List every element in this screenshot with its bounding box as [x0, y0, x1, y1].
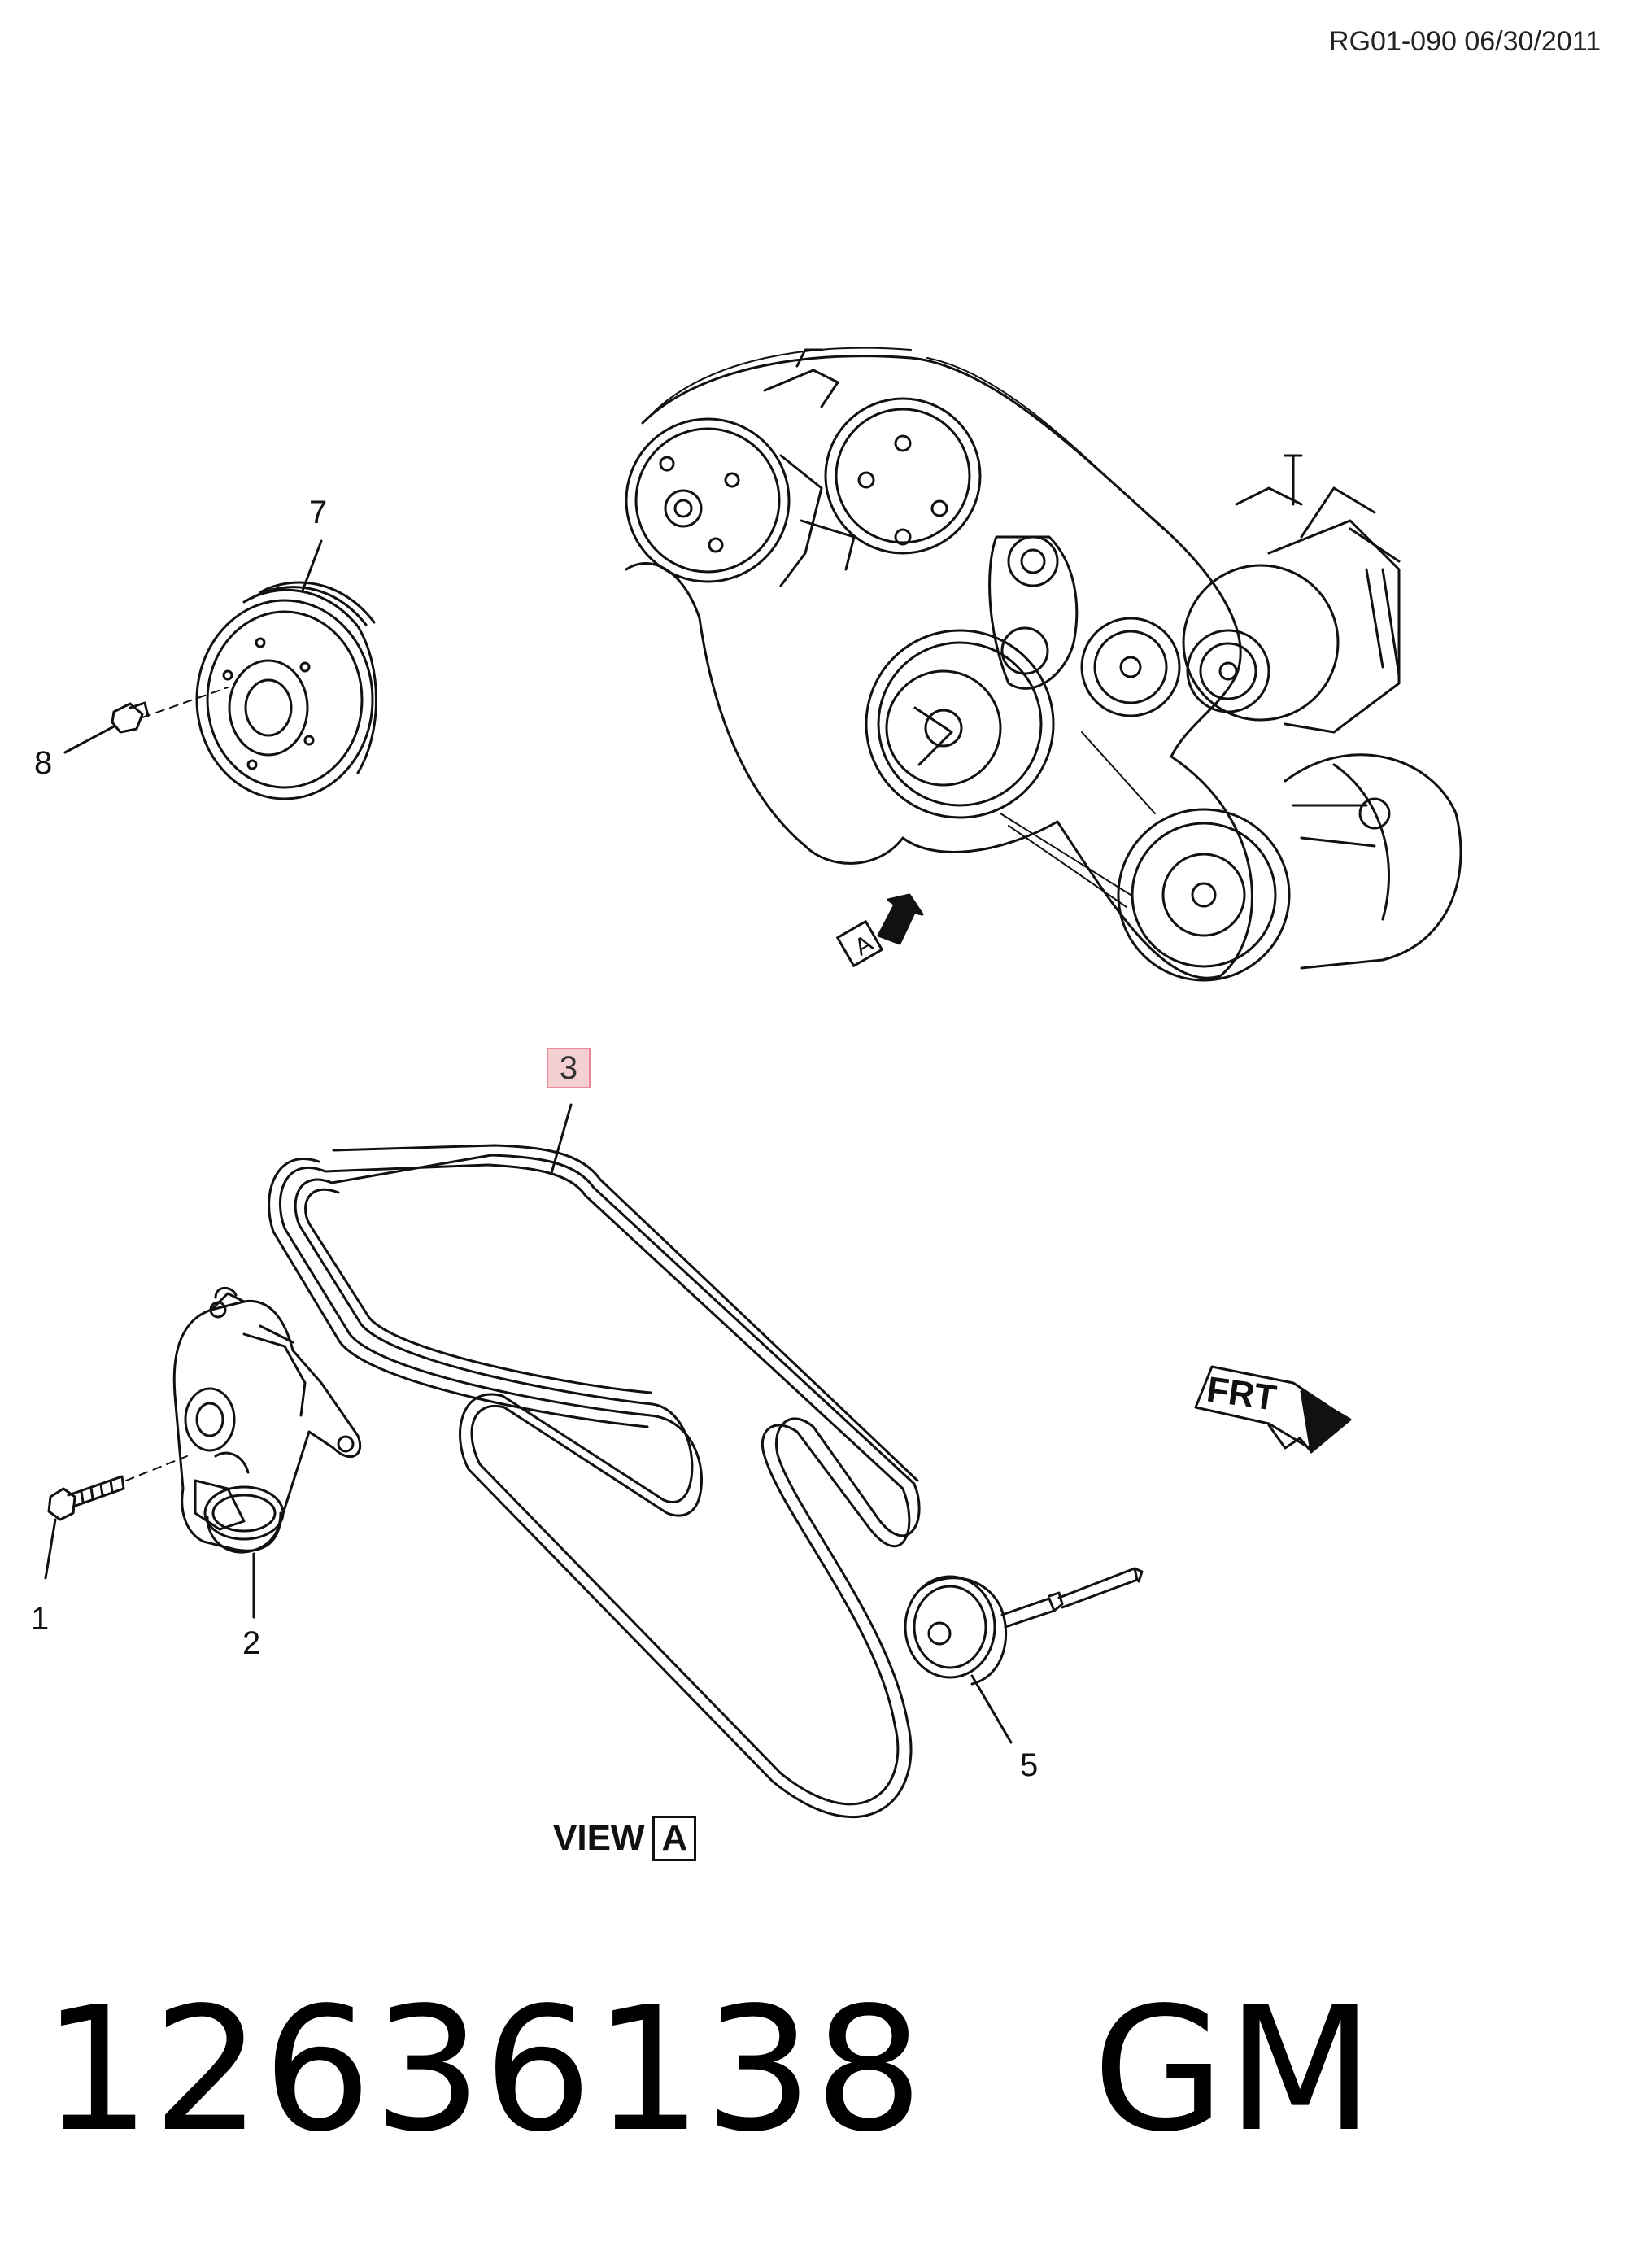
front-indicator-label: FRT	[1205, 1369, 1279, 1418]
callout-8: 8	[34, 745, 53, 781]
callout-2: 2	[242, 1625, 261, 1661]
engine-assembly	[625, 347, 1462, 982]
bolt-8	[63, 701, 150, 754]
part-number-line: 12636138 GM	[42, 1985, 1375, 2156]
callout-3: 3	[547, 1048, 591, 1088]
idler-pulley-7	[142, 581, 377, 800]
view-label: VIEW A	[553, 1816, 697, 1861]
bolt-1	[44, 1455, 188, 1580]
tensioner-2	[172, 1286, 362, 1554]
part-number: 12636138	[42, 1970, 925, 2170]
brand-name: GM	[1092, 1970, 1376, 2170]
front-indicator	[1194, 1365, 1352, 1454]
idler-pulley-5	[904, 1567, 1144, 1744]
view-arrow	[836, 893, 924, 967]
callout-1: 1	[31, 1601, 50, 1637]
view-label-letter: A	[652, 1816, 697, 1861]
reference-code: RG01-090 06/30/2011	[1329, 26, 1601, 57]
callout-7: 7	[309, 495, 328, 530]
callout-5: 5	[1020, 1747, 1039, 1783]
view-label-word: VIEW	[553, 1818, 645, 1858]
drive-belt-3	[268, 1144, 921, 1819]
